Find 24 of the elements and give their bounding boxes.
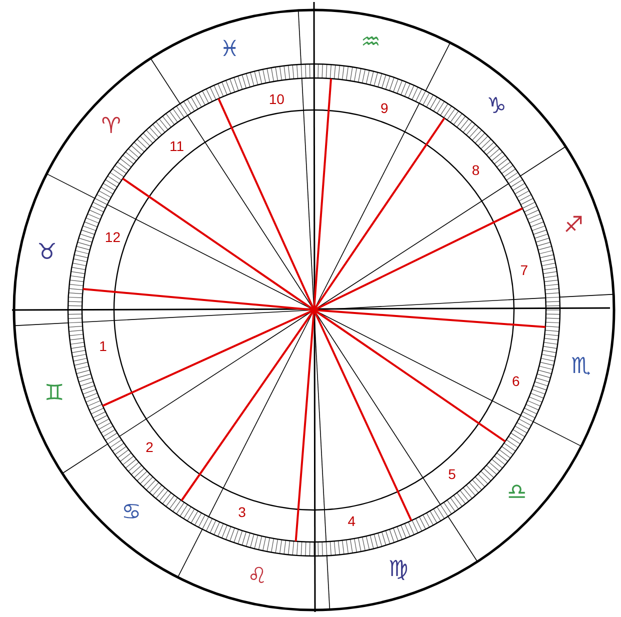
zodiac-sign: ♒ <box>360 32 381 54</box>
house-number: 3 <box>238 504 246 519</box>
house-number: 12 <box>104 230 120 244</box>
zodiac-sign: ♑ <box>486 96 507 118</box>
house-number: 4 <box>348 514 356 528</box>
zodiac-sign: ♓ <box>220 39 240 62</box>
zodiac-sign: ♉ <box>37 242 57 264</box>
zodiac-sign: ♈ <box>101 116 121 138</box>
house-number: 5 <box>448 466 456 481</box>
zodiac-sign: ♌ <box>247 566 268 588</box>
house-number: 2 <box>146 440 154 454</box>
house-number: 11 <box>169 138 184 153</box>
zodiac-sign: ♎ <box>507 482 527 504</box>
house-number: 9 <box>380 100 388 115</box>
house-number: 10 <box>268 92 284 106</box>
zodiac-sign: ♋ <box>121 502 142 524</box>
zodiac-sign: ♐ <box>564 214 584 237</box>
zodiac-sign: ♍ <box>388 558 408 581</box>
house-number: 8 <box>472 162 480 177</box>
zodiac-sign: ♏ <box>571 356 591 378</box>
zodiac-sign: ♊ <box>44 383 64 406</box>
house-number: 7 <box>520 262 528 277</box>
house-number: 6 <box>512 374 520 388</box>
house-number: 1 <box>99 338 107 353</box>
